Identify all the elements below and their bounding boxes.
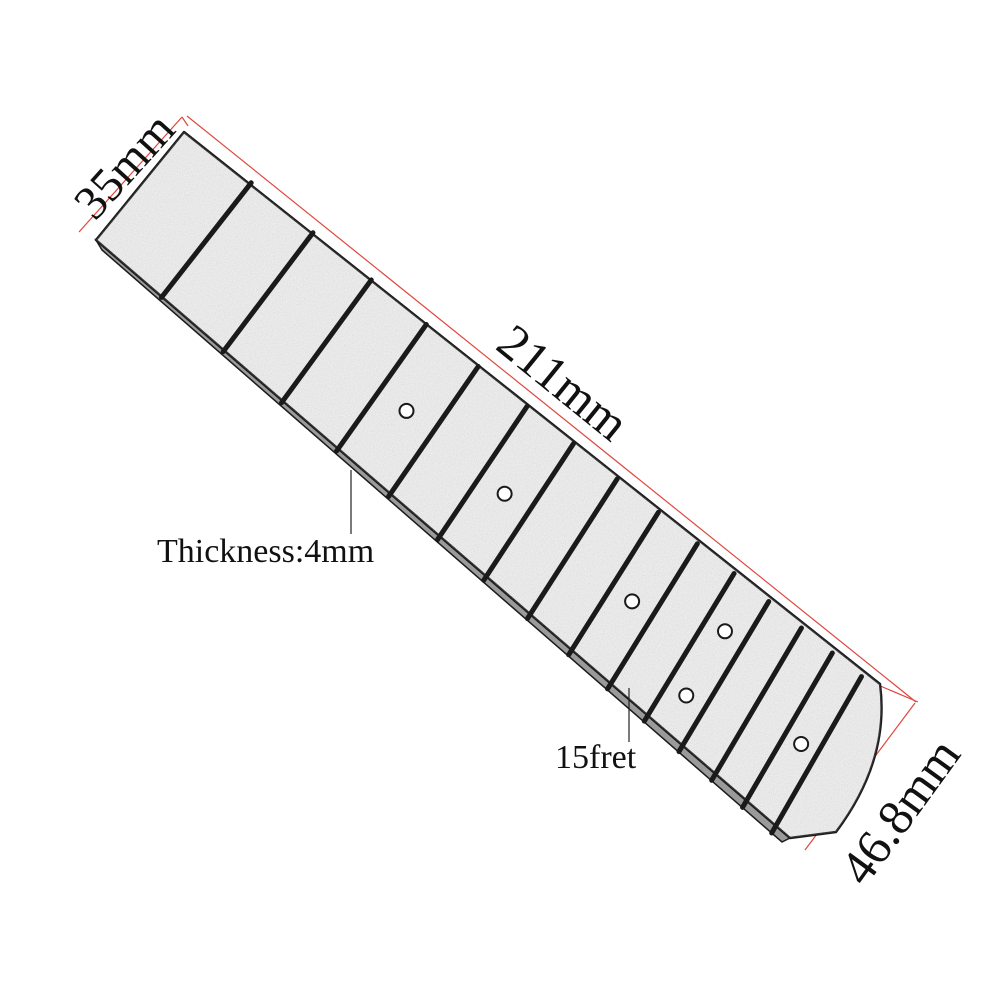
fretboard xyxy=(94,130,883,843)
fret-wire xyxy=(566,509,661,658)
position-marker-dot xyxy=(716,623,733,640)
fret-wire xyxy=(676,599,772,755)
fret-wire xyxy=(158,180,254,300)
fret-wire xyxy=(220,230,316,355)
bottom-extension-line xyxy=(877,684,919,703)
fret-wire xyxy=(385,363,481,500)
position-marker-dot xyxy=(678,687,695,704)
fret-wire xyxy=(605,541,700,692)
top-extension-line xyxy=(181,116,189,127)
fret-wire xyxy=(769,674,864,836)
position-markers xyxy=(398,402,810,753)
fret-count-label: 15fret xyxy=(555,739,637,776)
fret-wire xyxy=(641,570,737,724)
fret-wire xyxy=(740,650,835,810)
position-marker-dot xyxy=(793,736,810,753)
fret-wire xyxy=(334,321,429,454)
fret-wire xyxy=(279,277,374,406)
fret-wire xyxy=(481,441,577,583)
fret-wire xyxy=(434,403,530,543)
position-marker-dot xyxy=(496,485,513,502)
fret-wire xyxy=(709,625,804,783)
top-width-dimension-line xyxy=(78,116,183,233)
thickness-label: Thickness:4mm xyxy=(157,533,374,570)
fret-wires xyxy=(158,180,864,836)
length-dimension-line xyxy=(186,115,917,703)
position-marker-dot xyxy=(624,593,641,610)
position-marker-dot xyxy=(398,402,415,419)
fretboard-grain xyxy=(96,132,882,838)
fret-wire xyxy=(524,476,620,622)
